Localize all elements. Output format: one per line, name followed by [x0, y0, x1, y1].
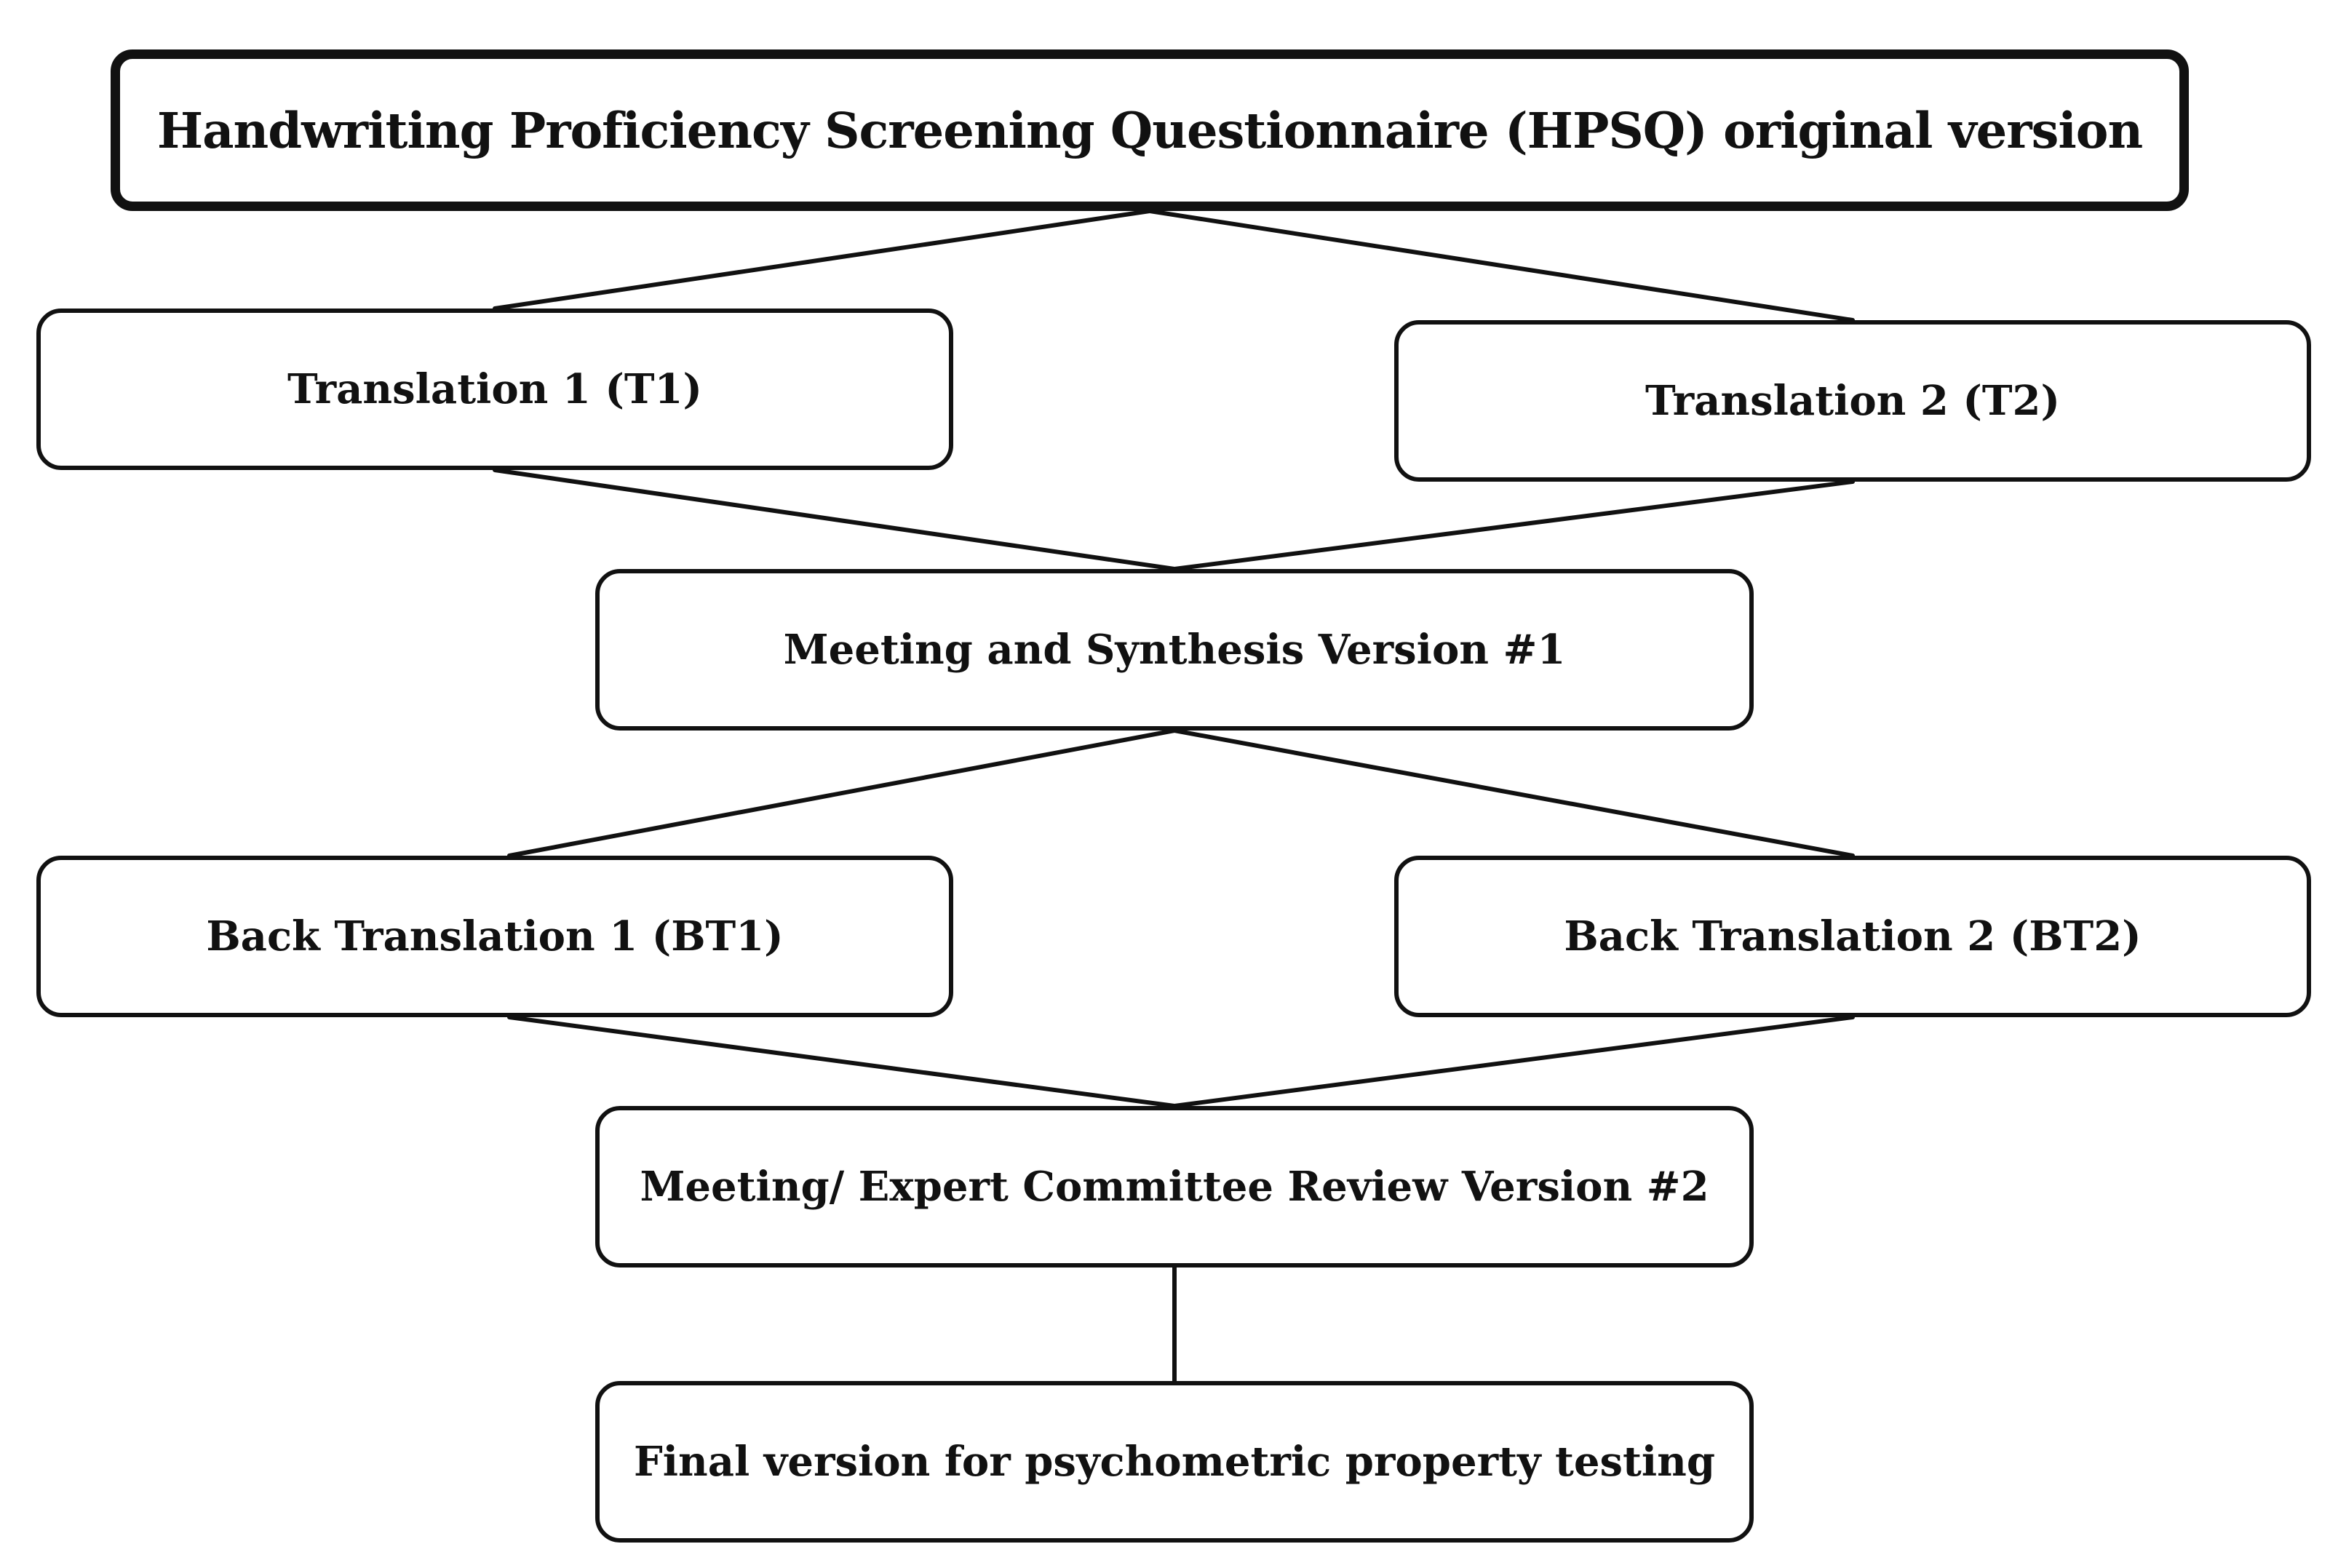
node-final-version: Final version for psychometric property …: [595, 1381, 1754, 1543]
edge-original-t2: [1148, 209, 1855, 322]
edge-bt2-review: [1172, 1015, 1855, 1108]
node-meeting-synthesis-v1: Meeting and Synthesis Version #1: [595, 569, 1754, 731]
node-label: Translation 1 (T1): [287, 365, 702, 413]
node-label: Meeting/ Expert Committee Review Version…: [640, 1163, 1709, 1211]
node-label: Back Translation 2 (BT2): [1564, 912, 2142, 960]
edge-original-t1: [493, 209, 1152, 311]
node-label: Handwriting Proficiency Screening Questi…: [156, 101, 2143, 159]
edge-t1-synthesis: [493, 468, 1177, 571]
node-label: Meeting and Synthesis Version #1: [783, 626, 1566, 674]
node-expert-committee-review-v2: Meeting/ Expert Committee Review Version…: [595, 1106, 1754, 1267]
node-label: Back Translation 1 (BT1): [206, 912, 784, 960]
node-original-version: Handwriting Proficiency Screening Questi…: [111, 49, 2189, 211]
edge-bt1-review: [507, 1015, 1177, 1108]
edge-t2-synthesis: [1172, 479, 1855, 571]
node-back-translation-2: Back Translation 2 (BT2): [1394, 856, 2311, 1017]
node-back-translation-1: Back Translation 1 (BT1): [36, 856, 953, 1017]
edge-synthesis-bt2: [1172, 728, 1855, 858]
edge-synthesis-bt1: [507, 728, 1177, 858]
node-label: Final version for psychometric property …: [633, 1438, 1716, 1486]
node-translation-2: Translation 2 (T2): [1394, 320, 2311, 482]
node-translation-1: Translation 1 (T1): [36, 309, 953, 470]
node-label: Translation 2 (T2): [1645, 377, 2060, 425]
